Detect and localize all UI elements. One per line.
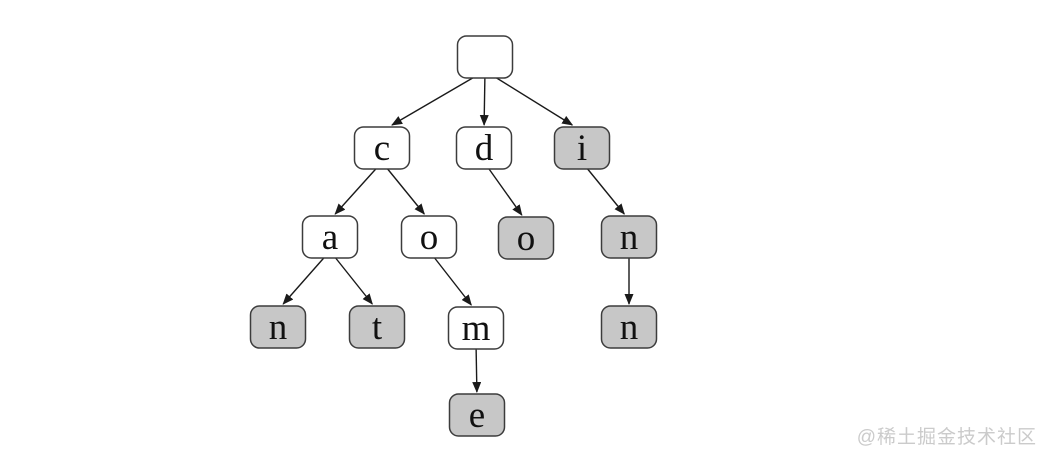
trie-edges [282,77,634,393]
trie-node-c: c [353,126,411,170]
trie-node-m: m [447,306,505,350]
trie-node-root [456,35,514,79]
trie-node-o2: o [497,216,555,260]
trie-node-box-n2 [249,305,307,349]
trie-node-box-d [455,126,513,170]
trie-node-box-e [448,393,506,437]
trie-node-t: t [348,305,406,349]
trie-node-label-i: i [577,128,587,169]
trie-node-label-c: c [374,128,390,169]
trie-node-n2: n [249,305,307,349]
trie-edge-a-n2 [282,257,325,305]
trie-node-n1: n [600,215,658,259]
trie-node-label-n3: n [620,307,639,348]
trie-node-box-o1 [400,215,458,259]
trie-node-label-m: m [462,308,491,349]
trie-node-box-root [456,35,514,79]
trie-edge-i-n1 [587,168,625,215]
trie-edge-root-i [496,77,574,126]
trie-edge-c-a [334,168,377,215]
trie-edge-c-o1 [387,168,425,215]
trie-node-i: i [553,126,611,170]
trie-node-box-a [301,215,359,259]
trie-node-box-n3 [600,305,658,349]
trie-node-a: a [301,215,359,259]
trie-node-label-d: d [475,128,494,169]
watermark-text: @稀土掘金技术社区 [856,427,1037,448]
trie-edge-m-e [472,348,482,393]
trie-node-label-t: t [372,307,383,348]
trie-node-label-o2: o [517,218,536,259]
trie-node-label-n1: n [620,217,639,258]
trie-node-box-o2 [497,216,555,260]
trie-node-label-a: a [322,217,338,258]
trie-node-box-c [353,126,411,170]
trie-edge-root-c [391,77,473,126]
trie-node-d: d [455,126,513,170]
trie-node-n3: n [600,305,658,349]
trie-node-label-o1: o [420,217,439,258]
trie-node-box-n1 [600,215,658,259]
trie-edge-root-d [479,77,489,126]
trie-edge-o1-m [434,257,472,306]
trie-node-box-t [348,305,406,349]
trie-node-o1: o [400,215,458,259]
trie-nodes: c d i a o o n n t m n e [249,35,658,437]
trie-node-box-i [553,126,611,170]
trie-node-label-n2: n [269,307,288,348]
trie-edge-d-o2 [488,168,523,216]
trie-edge-a-t [335,257,373,305]
trie-node-box-m [447,306,505,350]
trie-node-e: e [448,393,506,437]
trie-node-label-e: e [469,395,485,436]
